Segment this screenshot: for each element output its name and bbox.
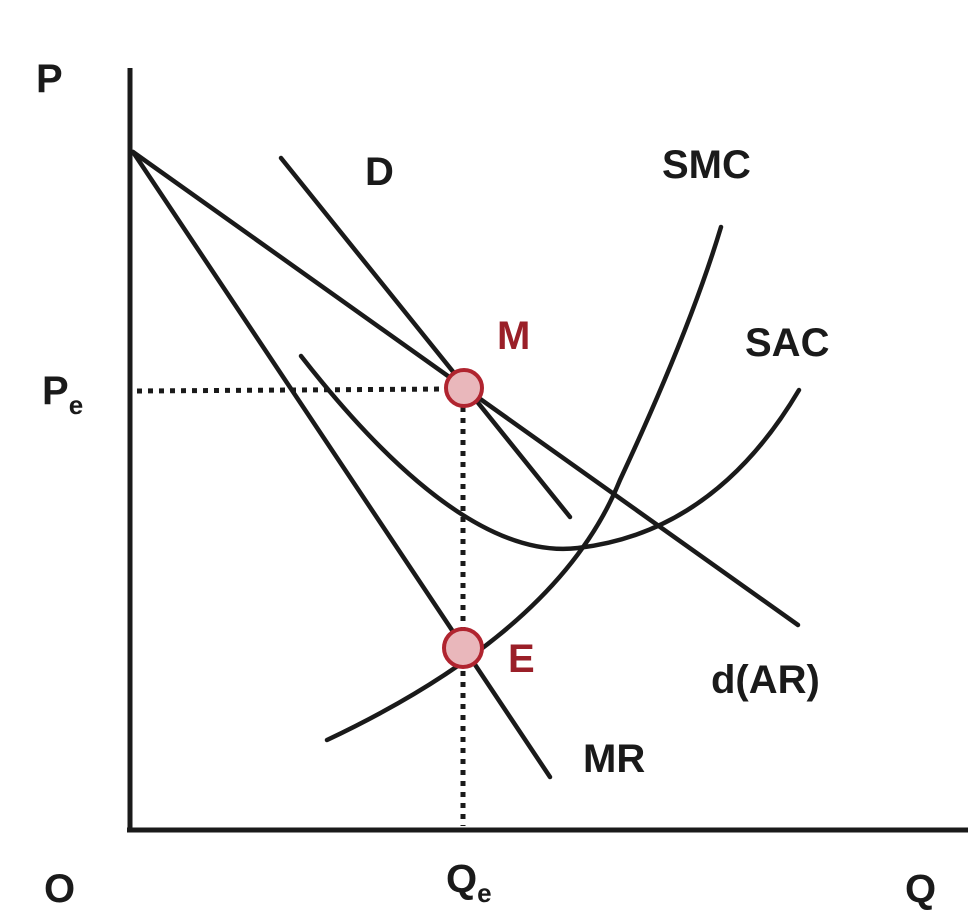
D-curve-label: D — [365, 150, 394, 194]
origin-label: O — [44, 867, 75, 911]
D-curve — [278, 155, 573, 520]
quantity-tick-label: Qe — [446, 857, 492, 908]
sac-curve-label: SAC — [745, 321, 829, 365]
price-guide-line — [136, 386, 449, 394]
y-axis-label: P — [36, 57, 63, 101]
point-M — [444, 368, 484, 408]
point-E-label: E — [508, 637, 535, 681]
point-M-label: M — [497, 314, 530, 358]
smc-curve-label: SMC — [662, 143, 751, 187]
price-tick-label: Pe — [42, 369, 83, 420]
point-E — [442, 627, 484, 669]
mr-curve — [130, 149, 553, 780]
sac-curve — [298, 353, 802, 552]
mr-curve-label: MR — [583, 737, 645, 781]
d-ar-curve-label: d(AR) — [711, 658, 820, 702]
smc-curve — [324, 224, 724, 743]
x-axis-label: Q — [905, 867, 936, 911]
